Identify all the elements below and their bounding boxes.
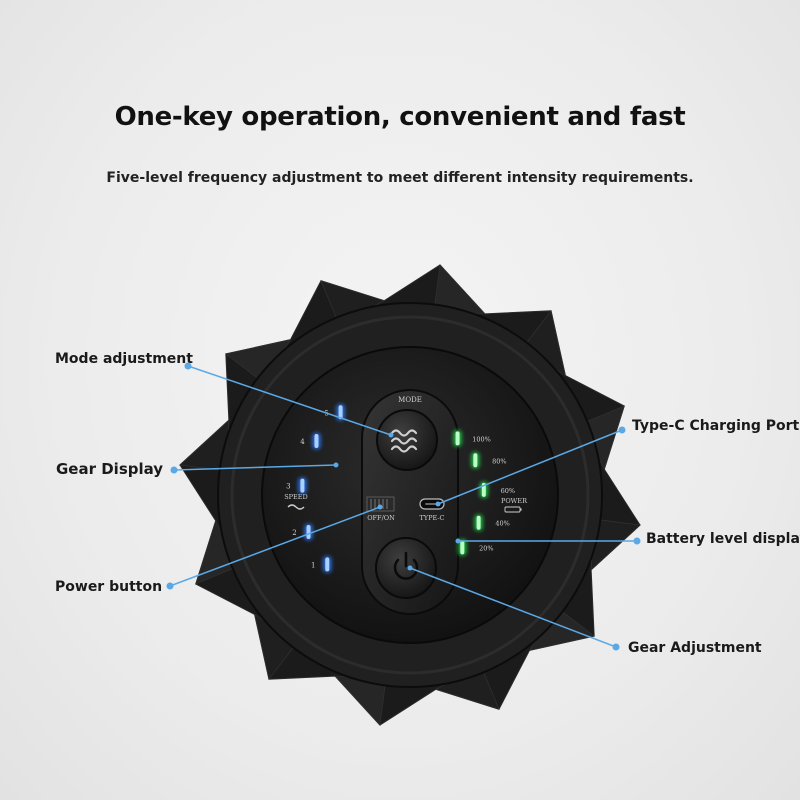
switch-label: OFF/ON [367, 514, 395, 522]
speed-label: SPEED [284, 493, 308, 501]
callout-battery-display: Battery level display [646, 531, 800, 547]
leader-line [184, 362, 394, 438]
page-title: One-key operation, convenient and fast [114, 102, 686, 132]
gear-led: 2 [292, 523, 313, 540]
power-icon [393, 551, 419, 580]
leader-line [166, 504, 383, 590]
off-on-switch[interactable] [366, 496, 395, 512]
power-label: POWER [501, 497, 528, 505]
gear-level-label: 4 [300, 438, 305, 446]
callout-leaders [166, 362, 641, 651]
gear-led: 3 [286, 477, 307, 494]
callout-gear-adjustment: Gear Adjustment [628, 640, 762, 656]
gear-level-label: 1 [311, 561, 315, 569]
battery-icon [504, 506, 522, 513]
battery-led: 80% [471, 452, 507, 469]
callout-power-button: Power button [55, 579, 163, 595]
battery-led: 20% [458, 539, 494, 556]
gear-level-label: 2 [292, 529, 296, 537]
leader-line [170, 462, 339, 474]
battery-level-label: 100% [472, 435, 491, 443]
battery-level-label: 60% [501, 487, 515, 495]
gear-led: 1 [311, 556, 332, 573]
battery-led: 100% [453, 430, 491, 447]
battery-level-label: 20% [479, 544, 493, 552]
gear-led: 4 [300, 433, 321, 449]
power-button-control[interactable] [375, 537, 437, 599]
leader-line [407, 565, 620, 651]
page-subtitle: Five-level frequency adjustment to meet … [106, 170, 694, 186]
mode-label: MODE [398, 396, 422, 404]
callout-mode-adjustment: Mode adjustment [55, 351, 193, 367]
typec-label: TYPE-C [419, 514, 444, 522]
battery-level-label: 80% [492, 457, 506, 465]
leader-line [455, 537, 641, 545]
battery-level-label: 40% [495, 520, 509, 528]
callout-typec-port: Type-C Charging Port [632, 418, 800, 434]
leader-line [435, 426, 626, 507]
gear-level-label: 3 [286, 483, 290, 491]
wave-icon [287, 504, 305, 510]
wave-icon [390, 429, 418, 453]
battery-led: 40% [474, 514, 510, 531]
battery-led-column: 100% 80% 60% 40% 20% [453, 430, 515, 556]
mode-button[interactable] [376, 409, 438, 471]
callout-gear-display: Gear Display [56, 460, 164, 478]
